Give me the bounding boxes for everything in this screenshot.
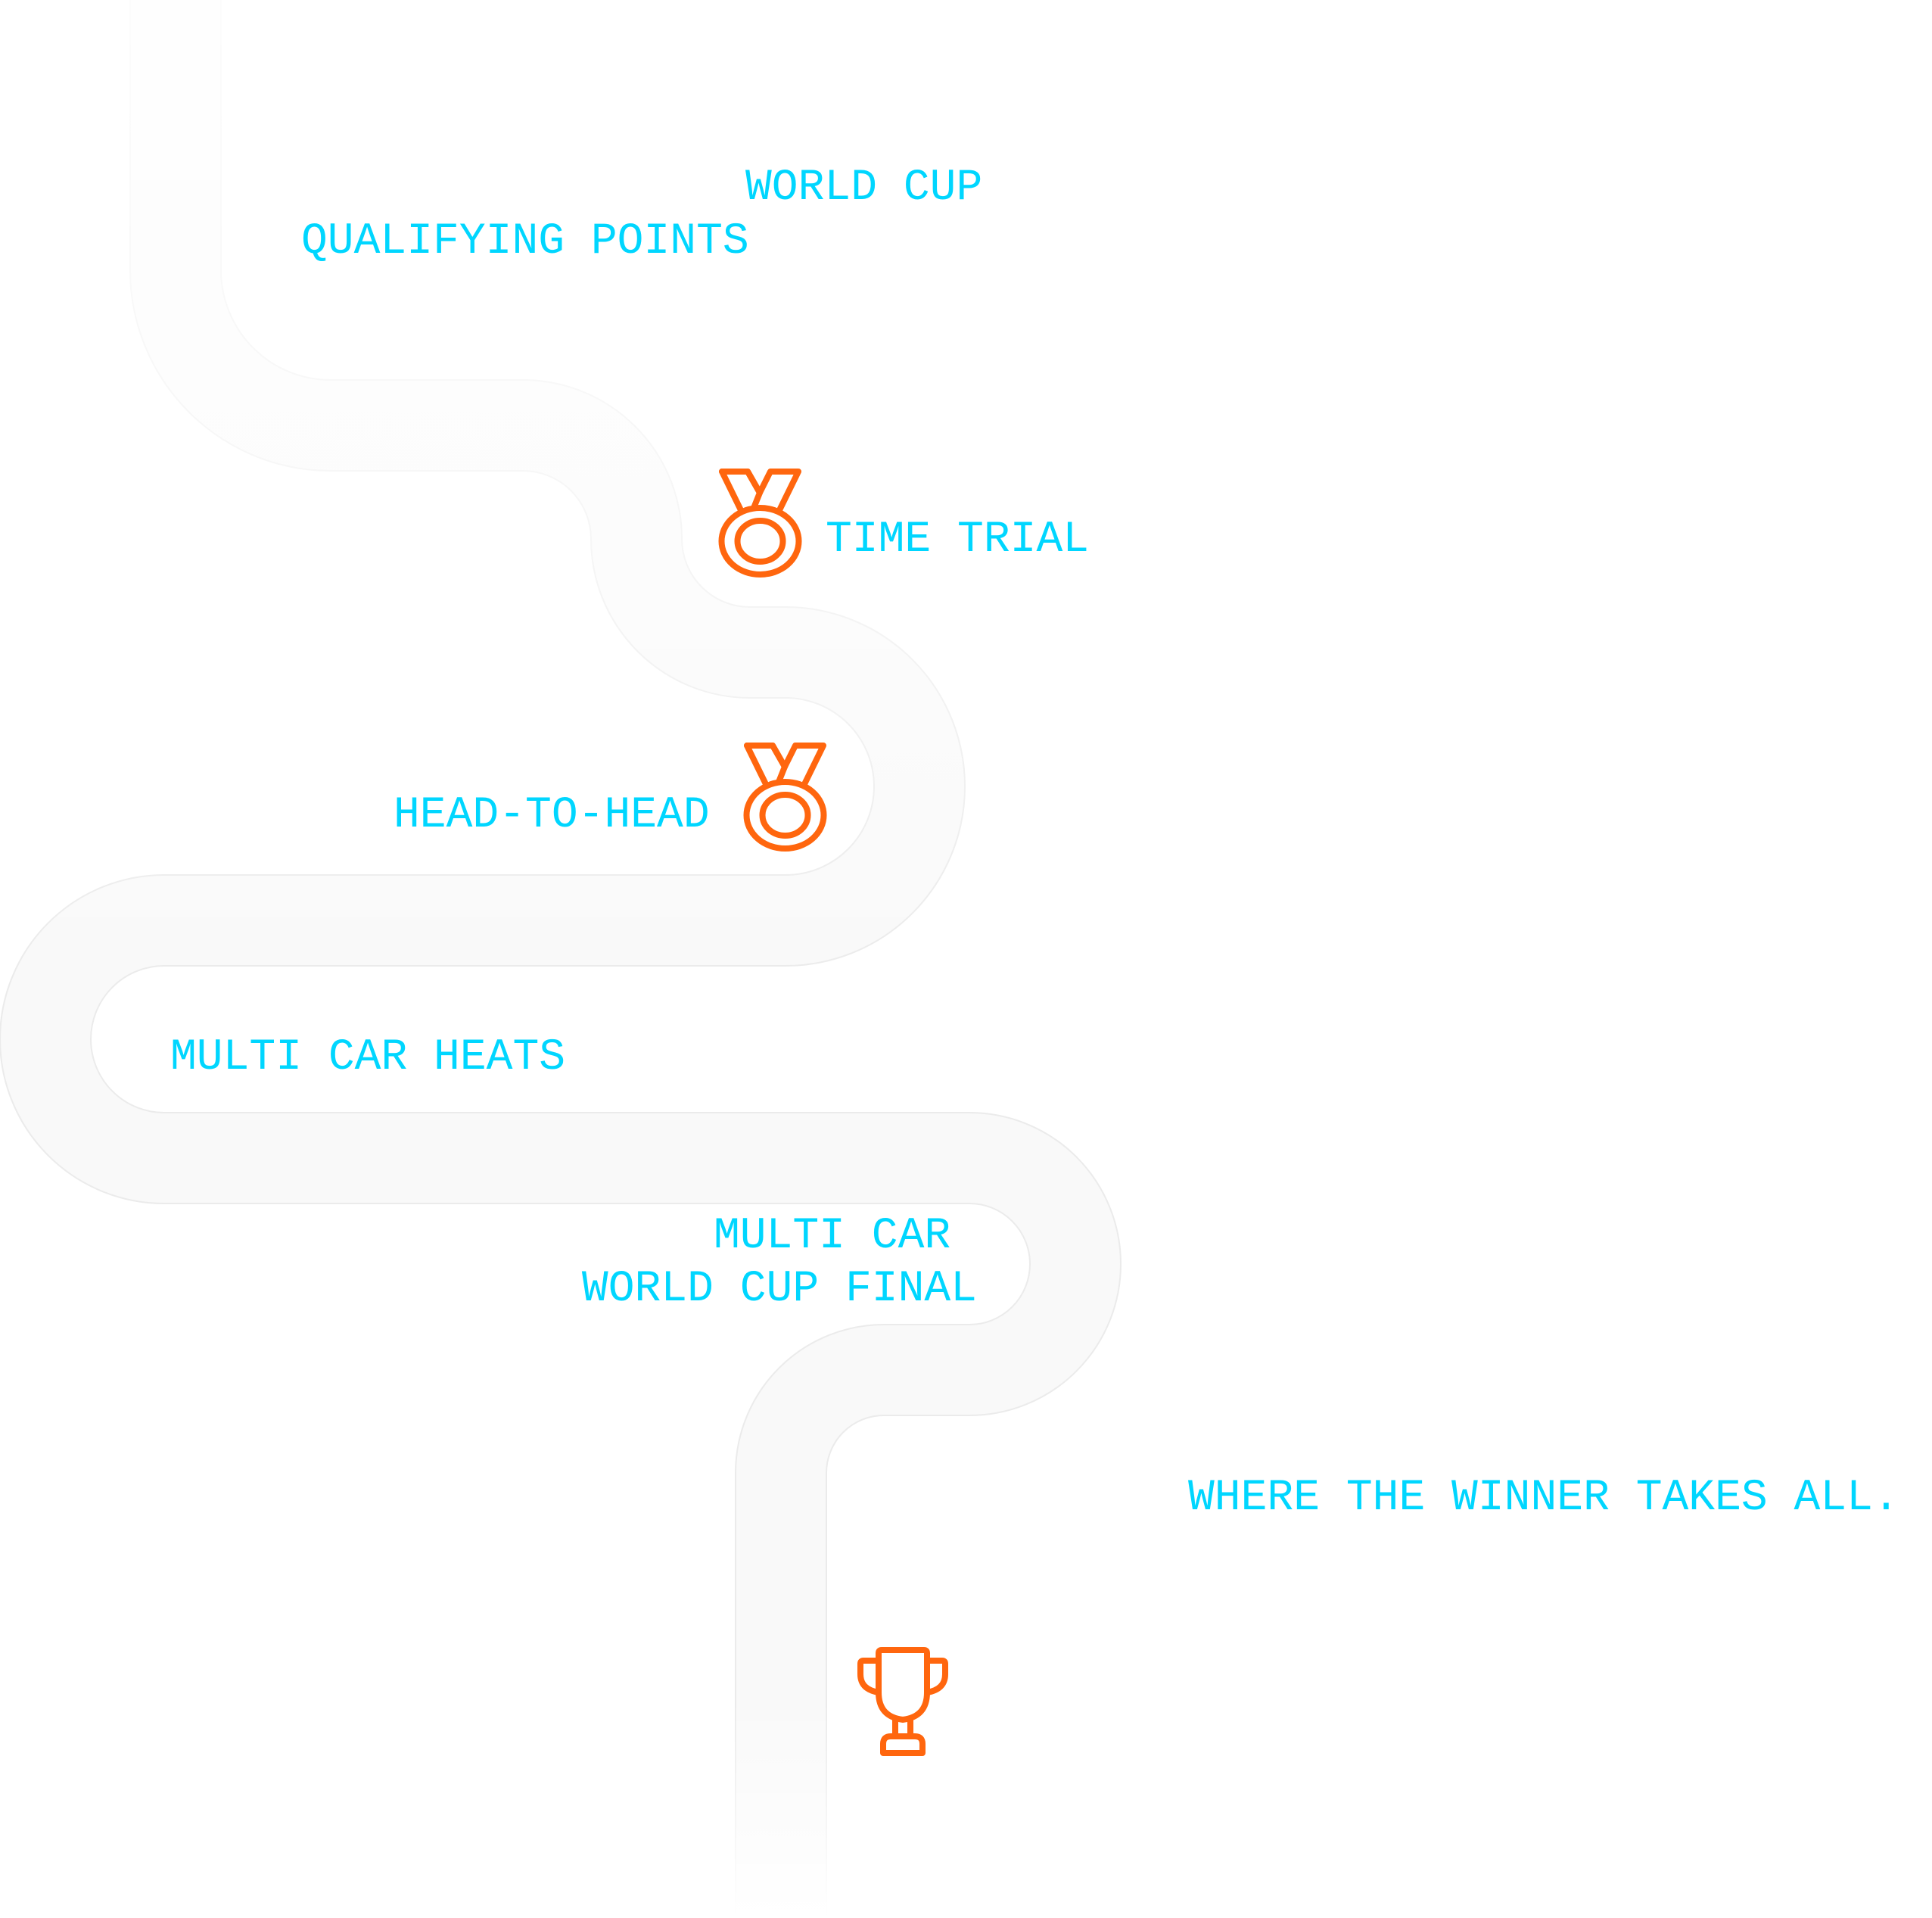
- stage-final-line-2: WORLD CUP FINAL: [581, 1265, 977, 1314]
- medal-icon: [717, 469, 803, 578]
- stage-final: MULTI CAR WORLD CUP FINAL: [454, 1210, 977, 1316]
- track-bottom-fade: [681, 1703, 908, 1918]
- trophy-icon: [856, 1647, 950, 1756]
- stage-multi-car-heats-label: MULTI CAR HEATS: [170, 1033, 566, 1082]
- medal-icon: [742, 743, 828, 852]
- stage-qualifying-line-1: WORLD CUP: [745, 163, 983, 213]
- track-top-fade: [0, 0, 1932, 984]
- stage-winner-label: WHERE THE WINNER TAKES ALL.: [1188, 1474, 1899, 1523]
- stage-final-line-1: MULTI CAR: [713, 1212, 977, 1261]
- stage-time-trial-label: TIME TRIAL: [826, 515, 1090, 565]
- stage-head-to-head-label: HEAD-TO-HEAD: [394, 791, 710, 840]
- stage-qualifying-line-2: QUALIFYING POINTS: [301, 217, 749, 266]
